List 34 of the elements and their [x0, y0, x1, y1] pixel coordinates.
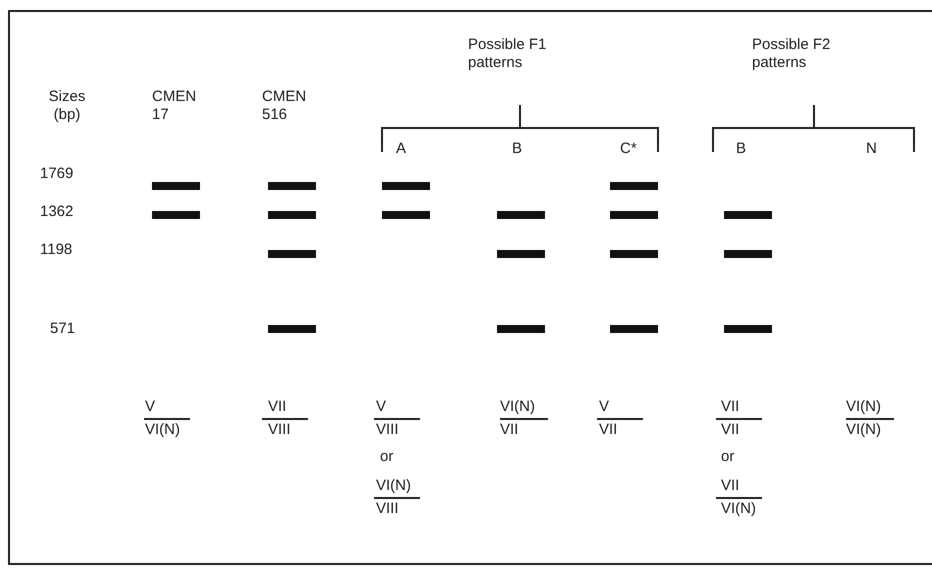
group-heading: Possible F1 patterns [468, 36, 548, 72]
genotype-numerator: V [599, 398, 610, 416]
genotype-numerator: V [376, 398, 388, 416]
size-value: 1362 [40, 203, 74, 221]
axis-heading: Sizes (bp) [48, 88, 86, 124]
lane-label: CMEN 516 [262, 88, 308, 124]
genotype-numerator: VII [721, 398, 740, 416]
pattern-letter: B [512, 140, 524, 158]
size-value: 571 [50, 320, 76, 338]
conjunction: or [380, 448, 394, 466]
genotype-denominator: VIII [268, 421, 292, 439]
pattern-letter: C* [620, 140, 638, 158]
pattern-letter: B [736, 140, 748, 158]
genotype-numerator: VII [268, 398, 288, 416]
conjunction: or [721, 448, 736, 466]
genotype-denominator: VI(N) [846, 421, 882, 439]
genotype-numerator: V [145, 398, 156, 416]
genotype-denominator: VI(N) [145, 421, 181, 439]
pattern-letter: A [396, 140, 408, 158]
size-value: 1198 [40, 241, 74, 259]
size-value: 1769 [40, 165, 74, 183]
genotype-denominator: VI(N) [721, 500, 757, 518]
genotype-denominator: VII [599, 421, 618, 439]
group-heading: Possible F2 patterns [752, 36, 832, 72]
genotype-denominator: VII [721, 421, 740, 439]
genotype-numerator: VI(N) [500, 398, 536, 416]
pattern-letter: N [866, 140, 878, 158]
genotype-numerator: VII [721, 477, 740, 495]
genotype-denominator: VII [500, 421, 520, 439]
genotype-denominator: VIII [376, 421, 400, 439]
genotype-numerator: VI(N) [846, 398, 882, 416]
genotype-numerator: VI(N) [376, 477, 412, 495]
genotype-denominator: VIII [376, 500, 400, 518]
lane-label: CMEN 17 [152, 88, 198, 124]
